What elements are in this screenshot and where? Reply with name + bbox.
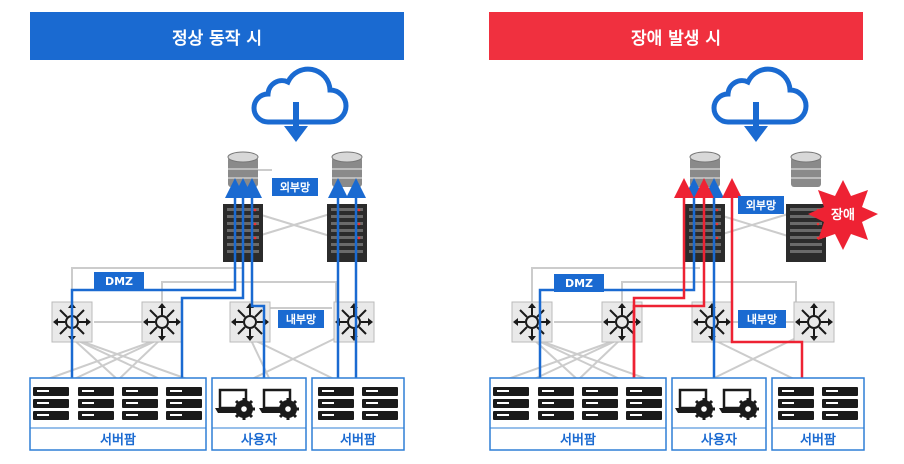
server-icon: [166, 387, 202, 420]
group-label: 서버팜: [340, 432, 376, 448]
server-icon: [538, 387, 574, 420]
group-label: 서버팜: [100, 432, 136, 448]
external-net-label: 외부망: [746, 198, 776, 212]
server-icon: [362, 387, 398, 420]
dmz-badge: [94, 272, 144, 290]
cloud-download-icon: [714, 69, 806, 142]
server-rack-icon: [327, 204, 367, 262]
group-label: 사용자: [701, 432, 737, 448]
fault-label: 장애: [831, 207, 855, 223]
server-icon: [582, 387, 618, 420]
group-label: 서버팜: [800, 432, 836, 448]
database-server-icon: [331, 151, 363, 188]
primary-paths: [70, 178, 366, 378]
external-net-badge: [738, 196, 784, 214]
external-net-label: 외부망: [280, 180, 310, 194]
internal-net-label: 내부망: [747, 312, 777, 326]
server-icon: [493, 387, 529, 420]
database-server-icon: [227, 151, 259, 188]
core-switch-icon: [691, 301, 733, 343]
cloud-download-icon: [254, 69, 346, 142]
normal-panel: 외부망 DMZ 내부망 서버팜 사용자 서버팜: [29, 69, 405, 451]
server-icon: [626, 387, 662, 420]
internal-net-label: 내부망: [286, 312, 316, 326]
dmz-label: DMZ: [565, 277, 593, 290]
group-label: 서버팜: [560, 432, 596, 448]
database-server-icon: [689, 151, 721, 188]
server-icon: [122, 387, 158, 420]
failover-paths: [632, 178, 804, 378]
fault-burst-icon: [808, 180, 878, 250]
core-switch-icon: [793, 301, 835, 343]
group-label: 사용자: [241, 432, 277, 448]
failure-panel: 장애 외부망 DMZ 내부망: [489, 69, 878, 451]
server-icon: [33, 387, 69, 420]
database-server-icon: [790, 151, 822, 188]
link-lines: [44, 169, 337, 381]
dmz-label: DMZ: [105, 275, 133, 288]
internal-net-badge: [738, 310, 786, 328]
core-switch-icon: [601, 301, 643, 343]
failure-banner: 장애 발생 시: [489, 12, 863, 60]
server-icon: [78, 387, 114, 420]
core-switch-icon: [333, 301, 375, 343]
server-icon: [318, 387, 354, 420]
primary-paths: [538, 178, 724, 378]
server-icon: [778, 387, 814, 420]
dmz-badge: [554, 274, 604, 292]
external-net-badge: [272, 178, 318, 196]
normal-banner: 정상 동작 시: [30, 12, 404, 60]
server-icon: [822, 387, 858, 420]
core-switch-icon: [511, 301, 553, 343]
core-switch-icon: [141, 301, 183, 343]
internal-net-badge: [278, 310, 324, 328]
